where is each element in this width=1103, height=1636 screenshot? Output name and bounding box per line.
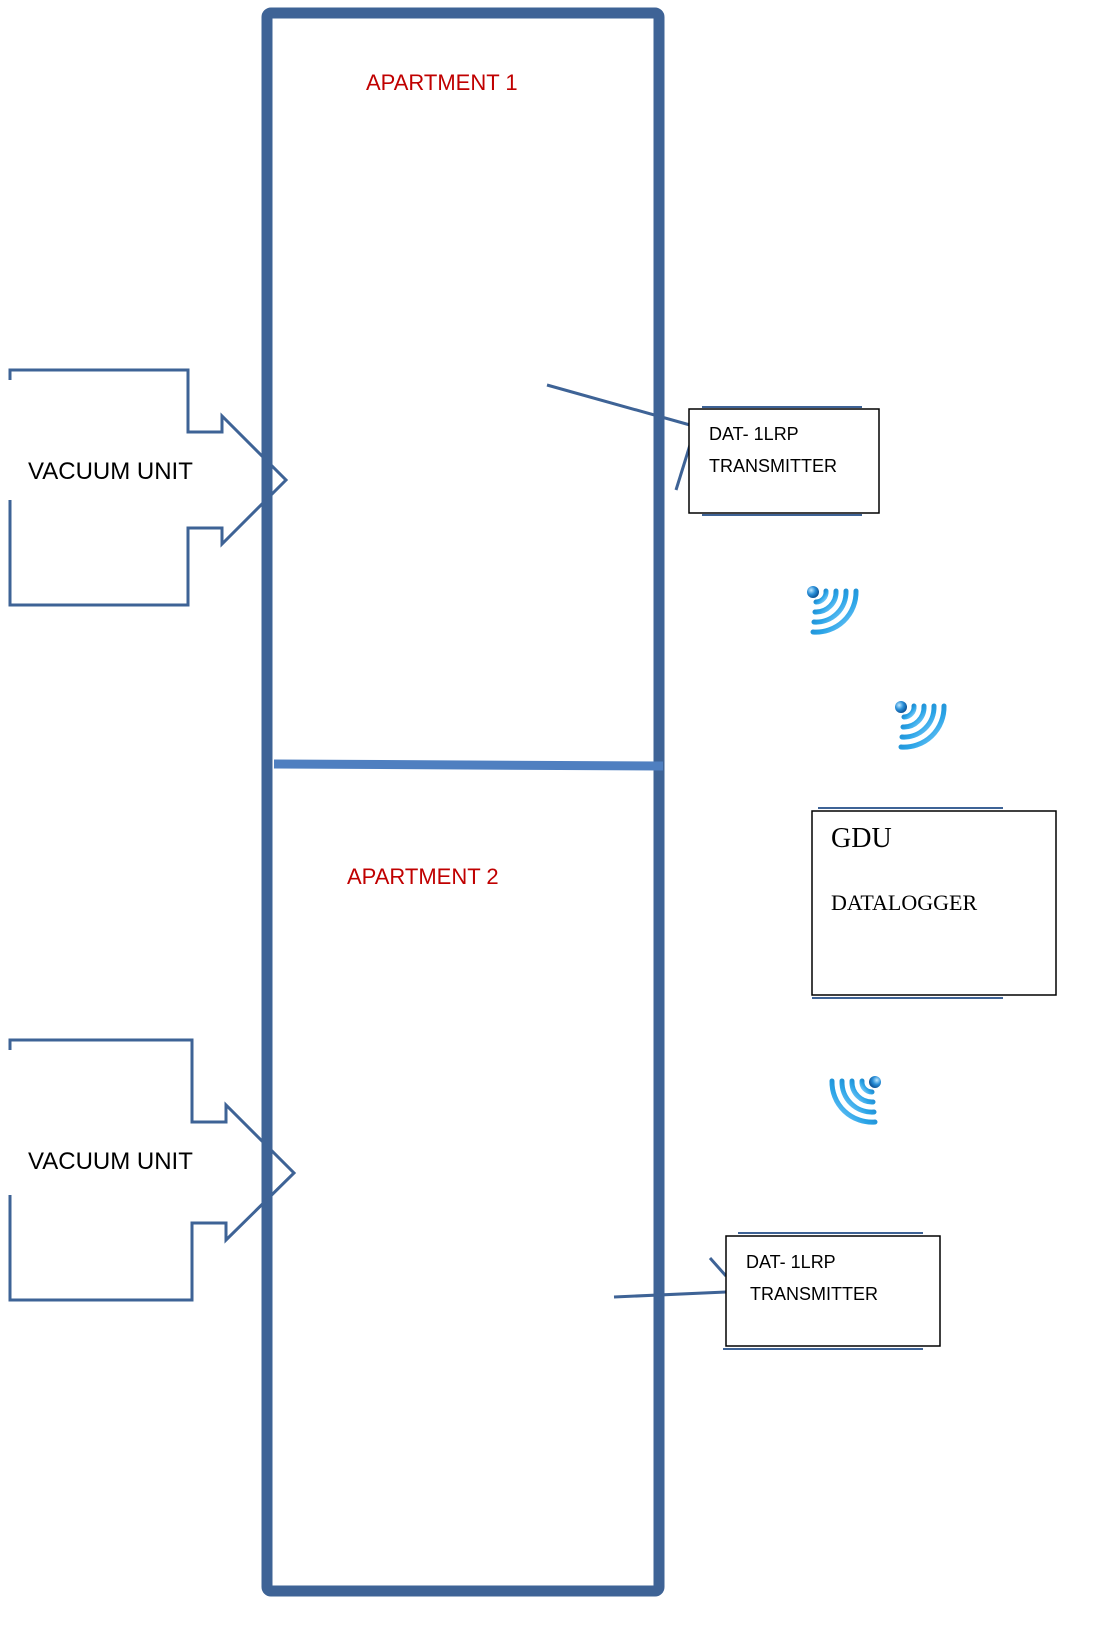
transmitter-2-box <box>725 1235 941 1347</box>
vacuum-unit-1-label: VACUUM UNIT <box>28 458 193 485</box>
transmitter-2-link <box>613 1290 727 1299</box>
vacuum-unit-2-shape <box>8 1038 297 1302</box>
datalogger-title: GDU <box>831 823 892 854</box>
vacuum-unit-2-label: VACUUM UNIT <box>28 1148 193 1175</box>
wireless-signal-icon <box>895 701 944 747</box>
transmitter-1-antenna <box>674 444 692 491</box>
apartment-2-label: APARTMENT 2 <box>347 864 499 889</box>
wireless-signal-icon <box>832 1076 881 1122</box>
transmitter-2-type: TRANSMITTER <box>750 1284 878 1304</box>
vacuum-unit-1-shape <box>8 368 289 607</box>
apartment-1-label: APARTMENT 1 <box>366 70 518 95</box>
datalogger-box <box>811 810 1057 996</box>
datalogger-subtitle: DATALOGGER <box>831 890 978 915</box>
transmitter-2-antenna <box>708 1257 728 1277</box>
transmitter-1-link <box>546 383 691 427</box>
building-outline <box>261 7 665 1597</box>
wireless-signal-icon <box>807 586 856 632</box>
apartment-divider <box>273 759 664 771</box>
transmitter-2-model: DAT- 1LRP <box>746 1252 836 1272</box>
transmitter-1-box <box>688 408 880 514</box>
transmitter-1-model: DAT- 1LRP <box>709 424 799 444</box>
transmitter-1-type: TRANSMITTER <box>709 456 837 476</box>
